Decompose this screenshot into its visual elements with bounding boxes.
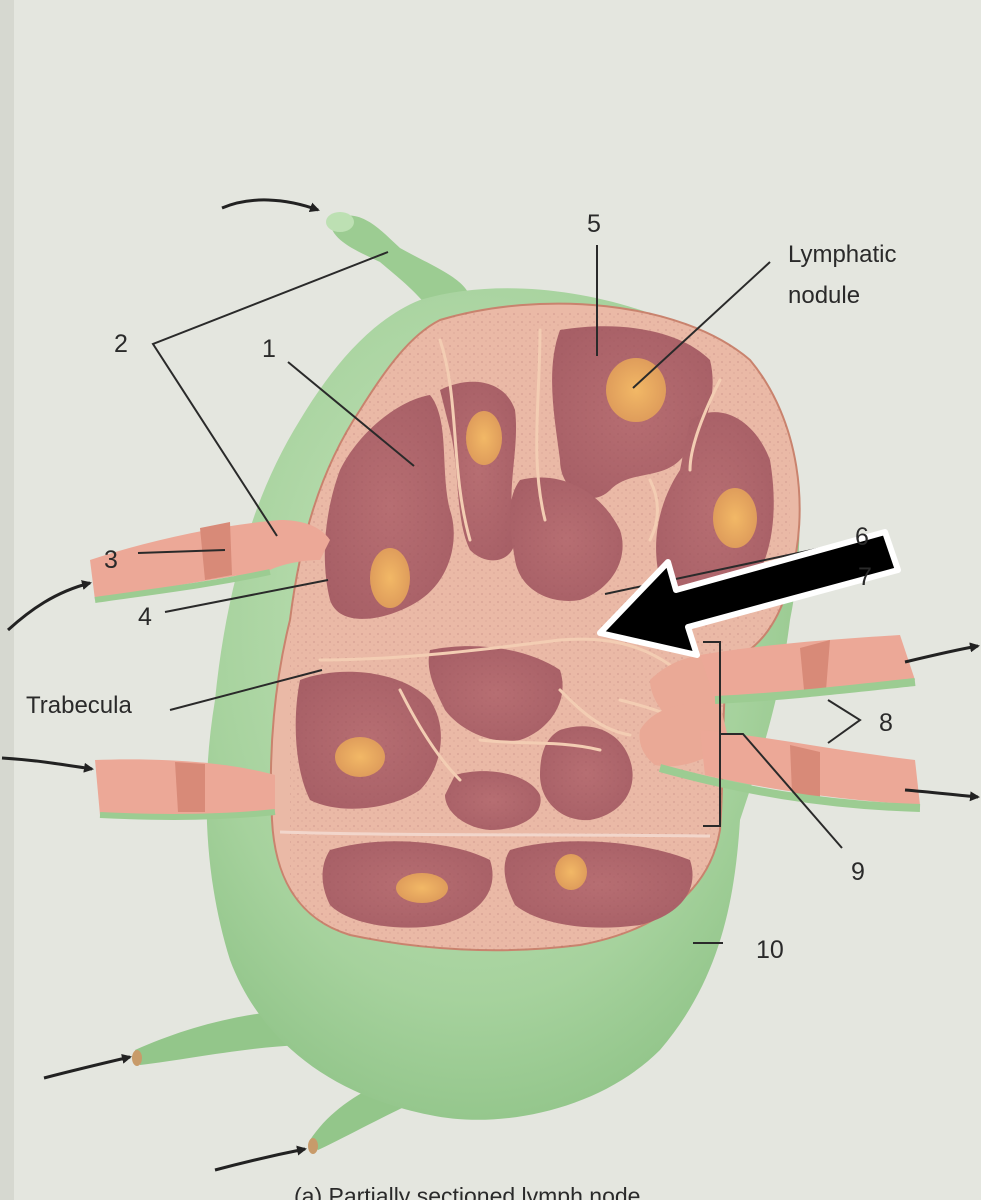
flow-arrow-icon [1, 756, 94, 773]
label-trabecula: Trabecula [26, 692, 132, 719]
label-lymphatic-nodule-line2: nodule [788, 282, 860, 309]
label-6: 6 [855, 523, 869, 551]
afferent-vessel-bottom-left-opening [132, 1050, 142, 1066]
germinal-center [713, 488, 757, 548]
label-10: 10 [756, 936, 784, 964]
afferent-vessel-left-lower-rim [99, 809, 276, 820]
afferent-vessel-left-upper-rim [94, 569, 271, 603]
label-4: 4 [138, 603, 152, 631]
efferent-vessel-lower-valve [790, 745, 820, 800]
trabecula-strand [535, 328, 547, 522]
trabecula-strand [648, 478, 659, 542]
label-9: 9 [851, 858, 865, 886]
trabeculae [318, 328, 722, 782]
afferent-vessel-top-opening [326, 212, 354, 232]
label-1: 1 [262, 335, 276, 363]
afferent-vessel-bottom-left [135, 1010, 300, 1065]
germinal-center [555, 854, 587, 890]
leader-line-9 [720, 733, 843, 849]
germinal-center [370, 548, 410, 608]
cortical-lobules [290, 310, 790, 950]
leader-line-4 [164, 579, 329, 613]
leader-line-2 [151, 251, 389, 537]
trabecula-strand [688, 378, 722, 472]
pointer-arrow-icon [597, 529, 901, 658]
efferent-vessel-upper-rim [714, 678, 916, 704]
afferent-vessel-left-lower-valve [175, 762, 205, 812]
leader-line-1 [287, 361, 415, 467]
trabecula-strand [478, 738, 602, 752]
efferent-vessel-upper-valve [800, 640, 830, 690]
lobule-stipple-overlay [290, 310, 790, 950]
page-fold-shadow [0, 0, 14, 1200]
leader-line-3 [137, 549, 226, 554]
section-break-line [279, 830, 711, 838]
afferent-vessel-bottom-opening [308, 1138, 318, 1154]
flow-arrow-icon [214, 1145, 307, 1172]
trabecula-strand [398, 688, 462, 782]
label-3: 3 [104, 546, 118, 574]
germinal-center [606, 358, 666, 422]
afferent-sectioned-vessels [90, 520, 330, 820]
figure-caption: (a) Partially sectioned lymph node [294, 1183, 640, 1200]
flow-arrow-icon [6, 580, 92, 632]
flow-arrows [1, 198, 980, 1172]
flow-arrow-icon [43, 1053, 132, 1080]
leader-line-lymphatic-nodule [632, 261, 771, 389]
label-2: 2 [114, 330, 128, 358]
label-8: 8 [879, 709, 893, 737]
flow-arrow-icon [904, 642, 980, 664]
trabecula-strand [318, 637, 702, 692]
efferent-vessel-lower-rim [658, 764, 921, 812]
label-5: 5 [587, 210, 601, 238]
leader-line-trabecula [169, 669, 323, 711]
label-lymphatic-nodule-line1: Lymphatic [788, 241, 897, 268]
flow-arrow-icon [904, 788, 980, 802]
labels: 5 Lymphatic nodule 2 1 6 7 3 4 Trabecula… [26, 210, 897, 964]
trabecula-strand [438, 338, 472, 542]
germinal-centers [335, 358, 757, 903]
germinal-center [335, 737, 385, 777]
germinal-center [466, 411, 502, 465]
afferent-vessel-top [330, 215, 470, 310]
label-7: 7 [858, 563, 872, 591]
germinal-center [396, 873, 448, 903]
leader-line-8 [827, 699, 862, 744]
trabecula-strand [558, 688, 632, 737]
flow-arrow-icon [221, 198, 320, 212]
